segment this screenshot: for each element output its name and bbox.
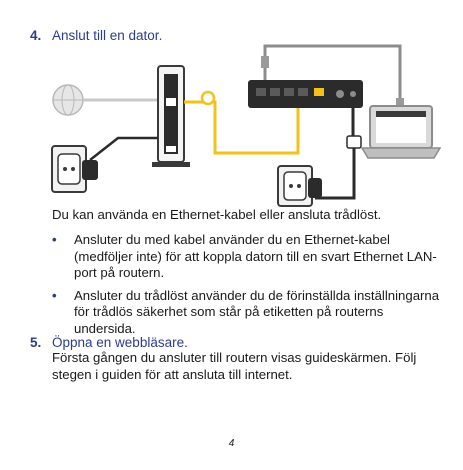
page-number: 4 bbox=[228, 438, 235, 449]
intro-text: Du kan använda en Ethernet-kabel eller a… bbox=[52, 207, 382, 222]
power-outlet-icon bbox=[277, 165, 313, 207]
step-5-body: Första gången du ansluter till routern v… bbox=[52, 350, 417, 382]
step-number: 5. bbox=[30, 335, 42, 350]
step-4-heading: 4. Anslut till en dator. bbox=[30, 28, 162, 43]
step-5-heading: 5. Öppna en webbläsare. bbox=[30, 335, 188, 350]
step-title: Anslut till en dator. bbox=[52, 28, 163, 43]
modem-icon bbox=[152, 65, 190, 167]
step-title: Öppna en webbläsare. bbox=[52, 335, 188, 350]
laptop-icon bbox=[360, 105, 442, 159]
connection-diagram bbox=[51, 44, 442, 207]
list-item: Ansluter du med kabel använder du en Eth… bbox=[52, 232, 447, 282]
power-outlet-icon bbox=[51, 145, 87, 193]
list-item: Ansluter du trådlöst använder du de föri… bbox=[52, 288, 447, 338]
router-icon bbox=[248, 80, 363, 108]
globe-icon bbox=[52, 84, 84, 116]
step-number: 4. bbox=[30, 28, 42, 43]
power-adapter-icon bbox=[82, 160, 98, 180]
bullet-list: Ansluter du med kabel använder du en Eth… bbox=[52, 232, 447, 343]
power-adapter-icon bbox=[308, 178, 322, 198]
